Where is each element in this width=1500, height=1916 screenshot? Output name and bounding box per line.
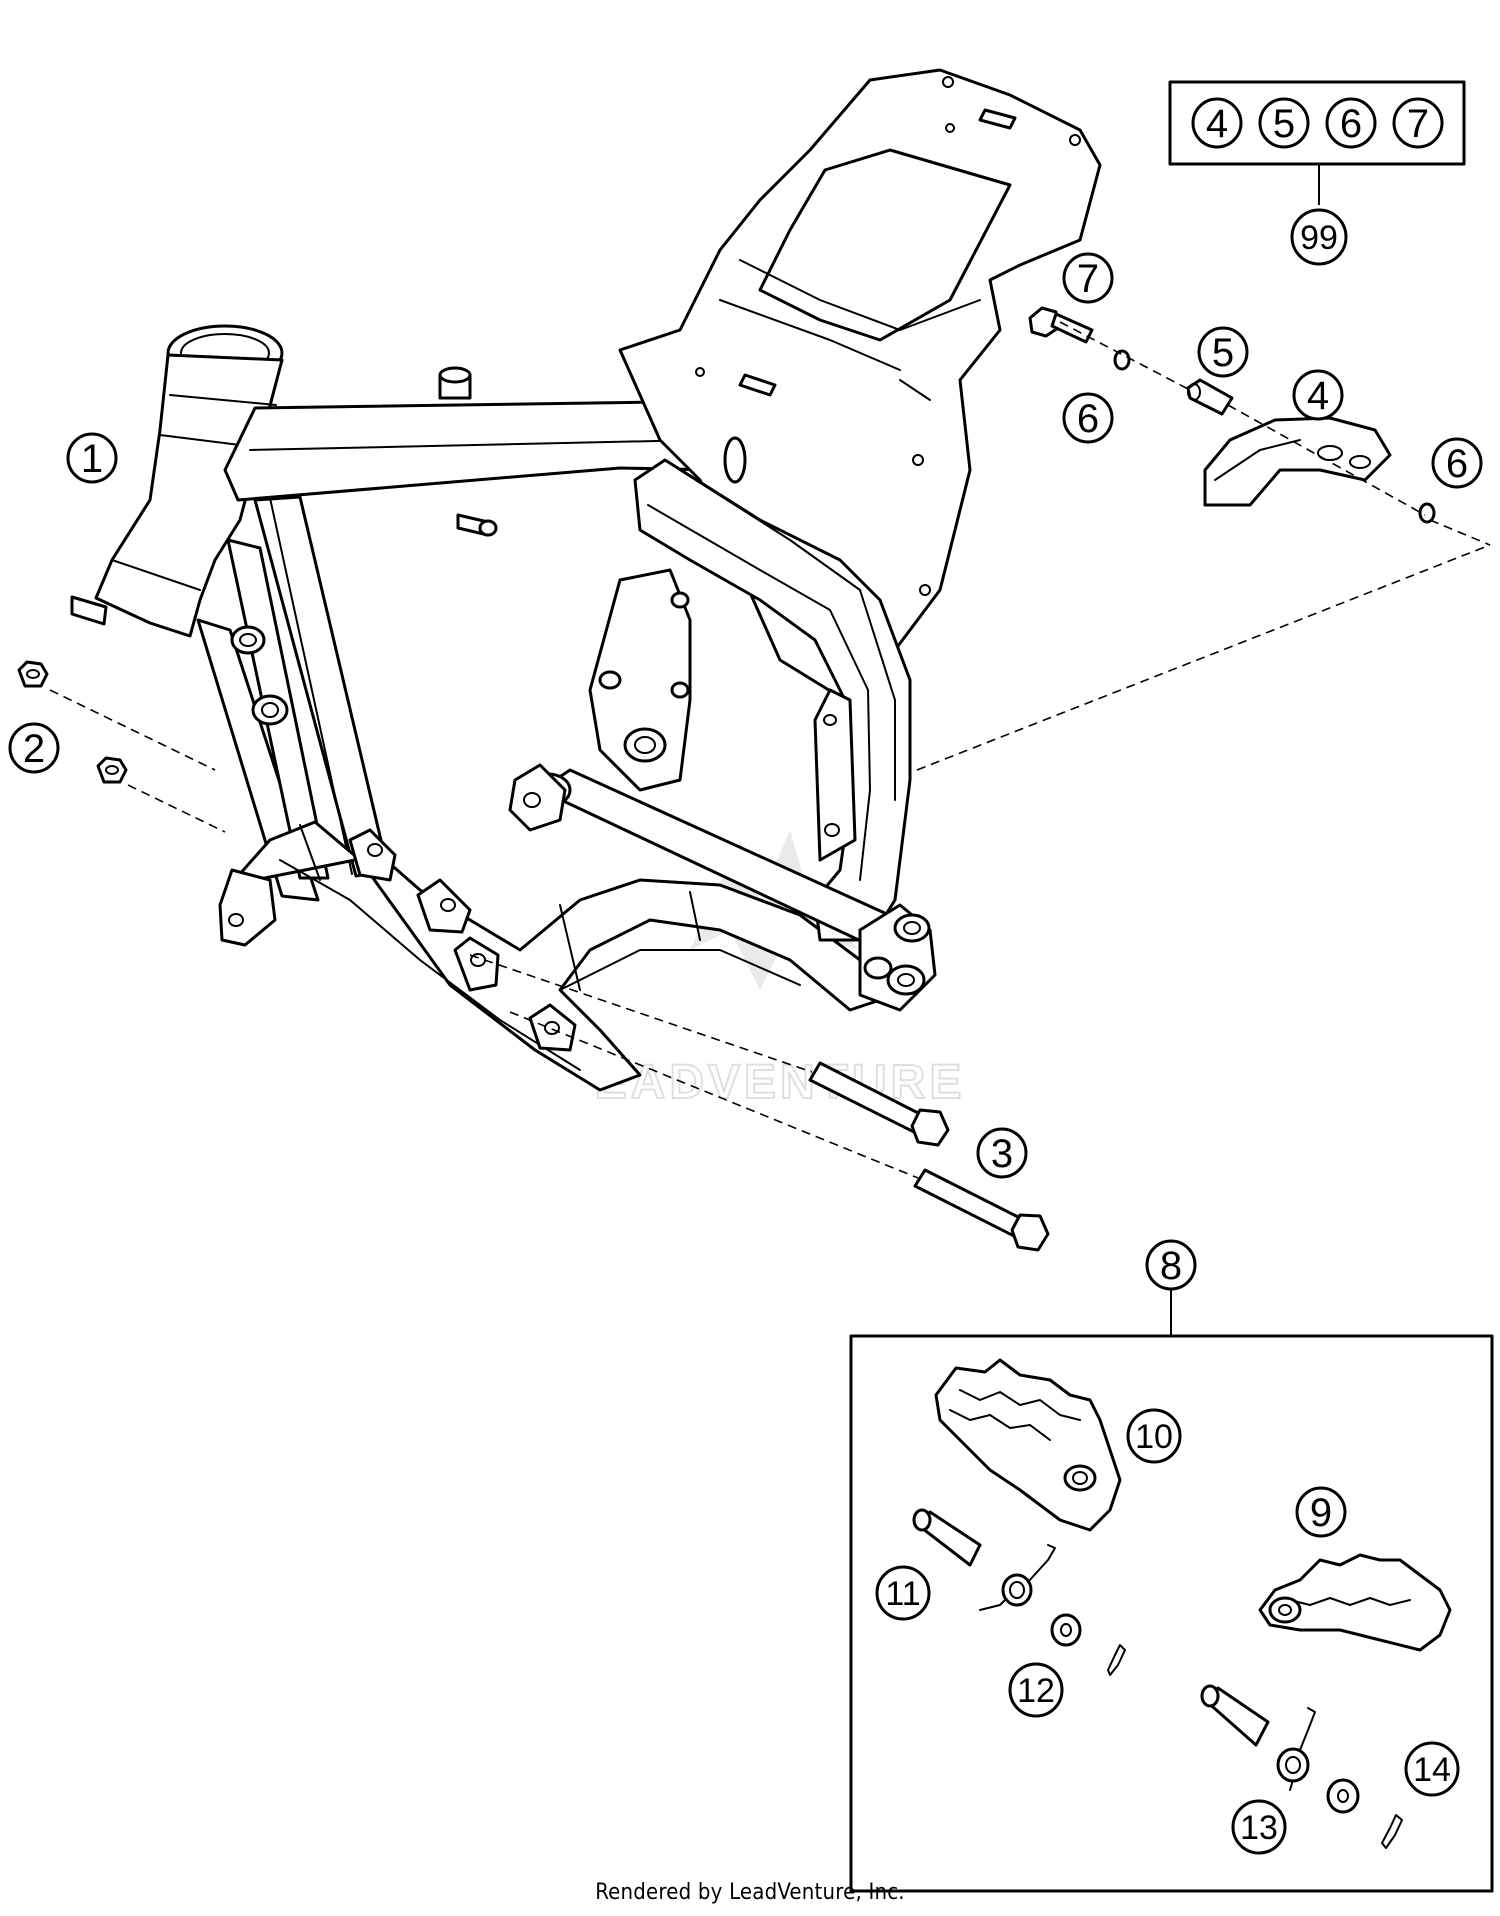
callout-9: 9 xyxy=(1295,1486,1347,1538)
callout-4: 4 xyxy=(1292,369,1344,421)
callout-13: 13 xyxy=(1231,1799,1287,1855)
svg-text:2: 2 xyxy=(23,727,45,771)
svg-text:6: 6 xyxy=(1446,442,1468,486)
callout-99: 99 xyxy=(1290,208,1348,266)
watermark-text: EADVENTURE xyxy=(595,1056,966,1109)
svg-text:7: 7 xyxy=(1407,102,1429,146)
svg-text:6: 6 xyxy=(1340,102,1362,146)
svg-text:1: 1 xyxy=(81,437,103,481)
svg-text:5: 5 xyxy=(1273,102,1295,146)
callouts: 1 2 3 4 5 6 6 xyxy=(8,97,1483,1855)
svg-text:12: 12 xyxy=(1017,1672,1055,1710)
callout-2: 2 xyxy=(8,722,60,774)
svg-text:5: 5 xyxy=(1212,331,1234,375)
callout-5: 5 xyxy=(1197,326,1249,378)
callout-8: 8 xyxy=(1145,1239,1197,1291)
svg-text:3: 3 xyxy=(991,1132,1013,1176)
svg-text:11: 11 xyxy=(885,1575,920,1613)
callout-7: 7 xyxy=(1062,252,1114,304)
svg-text:9: 9 xyxy=(1310,1491,1332,1535)
chain-guide-hardware xyxy=(916,306,1491,771)
steering-head-tube xyxy=(70,324,284,638)
callout-3: 3 xyxy=(976,1127,1028,1179)
svg-text:4: 4 xyxy=(1206,102,1228,146)
svg-text:7: 7 xyxy=(1077,257,1099,301)
callout-1: 1 xyxy=(66,432,118,484)
render-credit: Rendered by LeadVenture, Inc. xyxy=(595,1880,905,1905)
callout-14: 14 xyxy=(1404,1741,1460,1797)
callout-10: 10 xyxy=(1126,1408,1182,1464)
svg-text:4: 4 xyxy=(1307,374,1329,418)
kit-box-labels: 4 5 6 7 xyxy=(1191,97,1444,149)
svg-text:6: 6 xyxy=(1077,397,1099,441)
callout-11: 11 xyxy=(875,1565,931,1621)
svg-text:13: 13 xyxy=(1240,1809,1278,1847)
bolts-part-3 xyxy=(469,954,1050,1252)
svg-text:10: 10 xyxy=(1135,1418,1173,1456)
footpeg-kit-box xyxy=(849,1290,1494,1893)
svg-text:99: 99 xyxy=(1300,219,1338,257)
callout-6-right: 6 xyxy=(1431,437,1483,489)
frame-drawing xyxy=(70,68,1102,1092)
callout-12: 12 xyxy=(1008,1662,1064,1718)
nuts-part-2 xyxy=(17,660,226,833)
svg-text:8: 8 xyxy=(1160,1244,1182,1288)
svg-text:14: 14 xyxy=(1413,1751,1451,1789)
callout-6-left: 6 xyxy=(1062,392,1114,444)
